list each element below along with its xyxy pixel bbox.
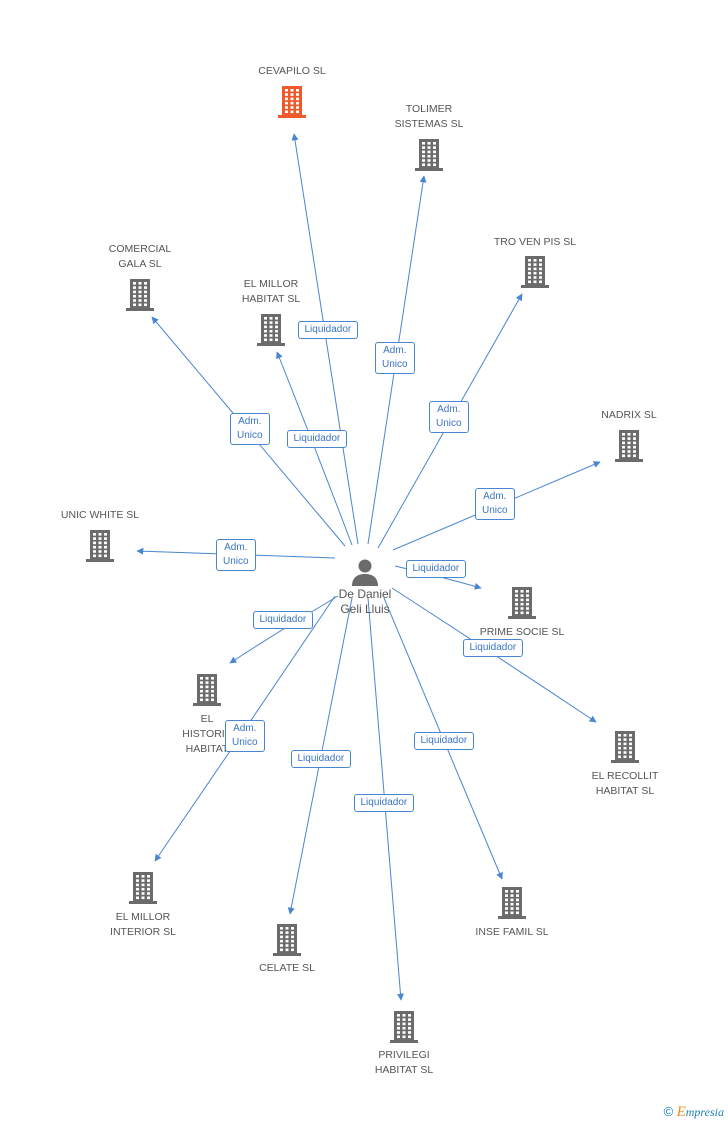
copyright-icon: ©: [663, 1104, 674, 1119]
relation-badge-comercial[interactable]: Adm. Unico: [230, 413, 270, 445]
edge-cevapilo: [291, 133, 359, 545]
building-icon: [278, 86, 306, 118]
relation-badge-nadrix[interactable]: Adm. Unico: [475, 488, 515, 520]
building-icon: [86, 530, 114, 562]
company-name: TOLIMER SISTEMAS SL: [394, 103, 464, 130]
edge-elmillor-habitat: [276, 351, 353, 546]
relation-badge-tolimer[interactable]: Adm. Unico: [375, 342, 415, 374]
person-icon: [352, 559, 378, 586]
company-name: CELATE SL: [259, 962, 315, 974]
relation-badge-insefamil[interactable]: Liquidador: [413, 732, 475, 750]
building-icon: [611, 731, 639, 763]
building-icon: [508, 587, 536, 619]
relation-badge-unicwhite[interactable]: Adm. Unico: [216, 539, 256, 571]
relation-badge-cevapilo[interactable]: Liquidador: [297, 321, 359, 339]
company-name: TRO VEN PIS SL: [493, 236, 577, 248]
building-icon: [415, 139, 443, 171]
building-icon: [126, 279, 154, 311]
relation-badge-celate[interactable]: Liquidador: [290, 750, 352, 768]
building-icon: [615, 430, 643, 462]
building-icon: [390, 1011, 418, 1043]
building-icon: [257, 314, 285, 346]
relation-badge-elhistoria[interactable]: Liquidador: [252, 611, 314, 629]
building-icon: [521, 256, 549, 288]
relation-badge-elrecollit[interactable]: Liquidador: [462, 639, 524, 657]
brand-footer[interactable]: © Empresia: [664, 1104, 724, 1121]
company-name: EL RECOLLIT HABITAT SL: [591, 770, 659, 797]
company-name: COMERCIAL GALA SL: [108, 243, 172, 270]
center-person[interactable]: De Daniel Geli Lluis: [310, 557, 420, 617]
company-name: NADRIX SL: [601, 409, 657, 421]
company-name: CEVAPILO SL: [258, 65, 326, 77]
person-name: De Daniel Geli Lluis: [338, 587, 392, 616]
building-icon: [273, 924, 301, 956]
company-name: EL MILLOR HABITAT SL: [241, 278, 301, 305]
company-name: INSE FAMIL SL: [475, 926, 549, 938]
company-name: PRIME SOCIE SL: [479, 626, 565, 638]
company-name: EL MILLOR INTERIOR SL: [110, 911, 176, 938]
relation-badge-elmillor-habitat[interactable]: Liquidador: [286, 430, 348, 448]
company-name: PRIVILEGI HABITAT SL: [374, 1049, 434, 1076]
building-icon: [193, 674, 221, 706]
relation-badge-elmillor-interior[interactable]: Adm. Unico: [225, 720, 265, 752]
building-icon: [498, 887, 526, 919]
brand-name: mpresia: [685, 1105, 724, 1119]
relation-badge-privilegi[interactable]: Liquidador: [353, 794, 415, 812]
brand-initial: E: [676, 1104, 686, 1120]
company-name: UNIC WHITE SL: [60, 509, 140, 521]
building-icon: [129, 872, 157, 904]
relation-badge-primesocie[interactable]: Liquidador: [405, 560, 467, 578]
company-name: EL HISTORIA HABITAT: [182, 713, 232, 755]
relation-badge-troven[interactable]: Adm. Unico: [429, 401, 469, 433]
